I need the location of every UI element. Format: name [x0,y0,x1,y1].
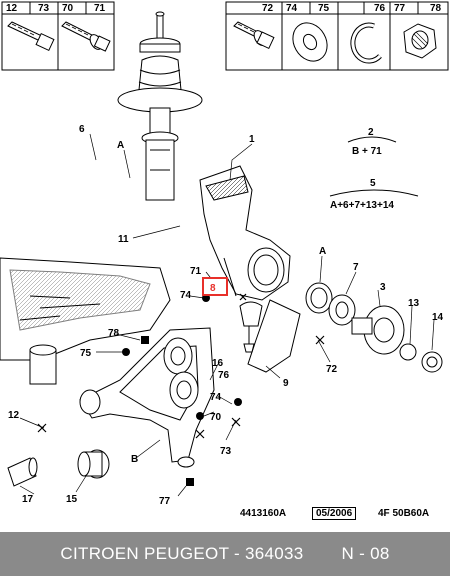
callout-3-hub: 3 [380,282,386,293]
callout-16: 16 [212,358,224,369]
highlight-frame-8 [202,277,228,296]
lower-wishbone [79,327,215,468]
revision-date: 05/2006 [312,507,357,520]
callout-a-right: A [319,246,326,257]
circlip-icon [350,22,382,64]
callout-1: 1 [249,134,255,145]
formula-2-bottom: A+6+7+13+14 [330,200,394,211]
callout-12: 12 [8,410,20,421]
box-label-70: 70 [62,3,74,14]
formula-1-bottom: B + 71 [352,146,382,157]
box-label-78: 78 [430,3,442,14]
diagram-svg: 12 73 70 71 72 74 75 76 77 78 [0,1,449,507]
bolt-icon [7,21,55,52]
callout-13: 13 [408,298,420,309]
callout-a-upper: A [117,140,124,151]
callout-70: 70 [210,412,222,423]
drawing-reference: 4413160A [240,508,287,519]
footer-bar: CITROEN PEUGEOT - 364033 N - 08 [0,532,450,576]
short-bolt-icon [233,21,275,50]
box-label-72: 72 [262,3,274,14]
callout-78: 78 [108,328,120,339]
callout-7: 7 [353,262,359,273]
flange-bolt-icon [61,21,111,52]
box-label-12: 12 [6,3,18,14]
brake-shield-and-ball-joint [239,299,301,373]
formula-2-top: 5 [370,178,376,189]
callout-15: 15 [66,494,78,505]
subframe [0,257,171,385]
box-label-74: 74 [286,3,298,14]
callout-77: 77 [159,496,171,507]
callout-11: 11 [118,234,129,245]
box-label-75: 75 [318,3,330,14]
wheel-hub-assembly [305,282,443,373]
callout-17: 17 [22,494,34,505]
shock-absorber-strut [117,11,203,201]
callout-73: 73 [220,446,232,457]
formulas: 2 B + 71 5 A+6+7+13+14 [330,127,394,211]
footer-brand: CITROEN PEUGEOT - 364033 [60,544,304,563]
leader-lines [19,133,435,497]
callout-8-highlighted: 8 [210,283,216,294]
box-label-77: 77 [394,3,406,14]
callout-71: 71 [190,266,202,277]
callout-74-lower: 74 [210,392,222,403]
top-right-hardware-box: 72 74 75 76 77 78 [225,1,449,71]
callout-76: 76 [218,370,230,381]
callout-74-upper: 74 [180,290,192,301]
callout-75: 75 [80,348,92,359]
top-left-hardware-box: 12 73 70 71 [1,1,115,71]
washer-icon [292,22,328,62]
bushings [7,449,110,487]
callout-9: 9 [283,378,289,389]
footer-sheet: N - 08 [341,544,390,563]
exploded-parts-diagram: 12 73 70 71 72 74 75 76 77 78 [0,1,449,507]
callout-14: 14 [432,312,444,323]
catalog-code: 4F 50B60A [378,508,430,519]
steering-knuckle [199,165,291,301]
formula-brackets [329,136,419,197]
callout-72: 72 [326,364,338,375]
box-label-71: 71 [94,3,106,14]
box-label-73: 73 [38,3,50,14]
box-label-76: 76 [374,3,386,14]
formula-1-top: 2 [368,127,374,138]
callout-6: 6 [79,124,85,135]
cross-markers [37,293,325,439]
nut-icon [403,23,437,59]
callout-labels: 1 A 6 11 71 74 78 75 12 B 17 15 77 16 70… [8,124,444,507]
callout-b: B [131,454,138,465]
